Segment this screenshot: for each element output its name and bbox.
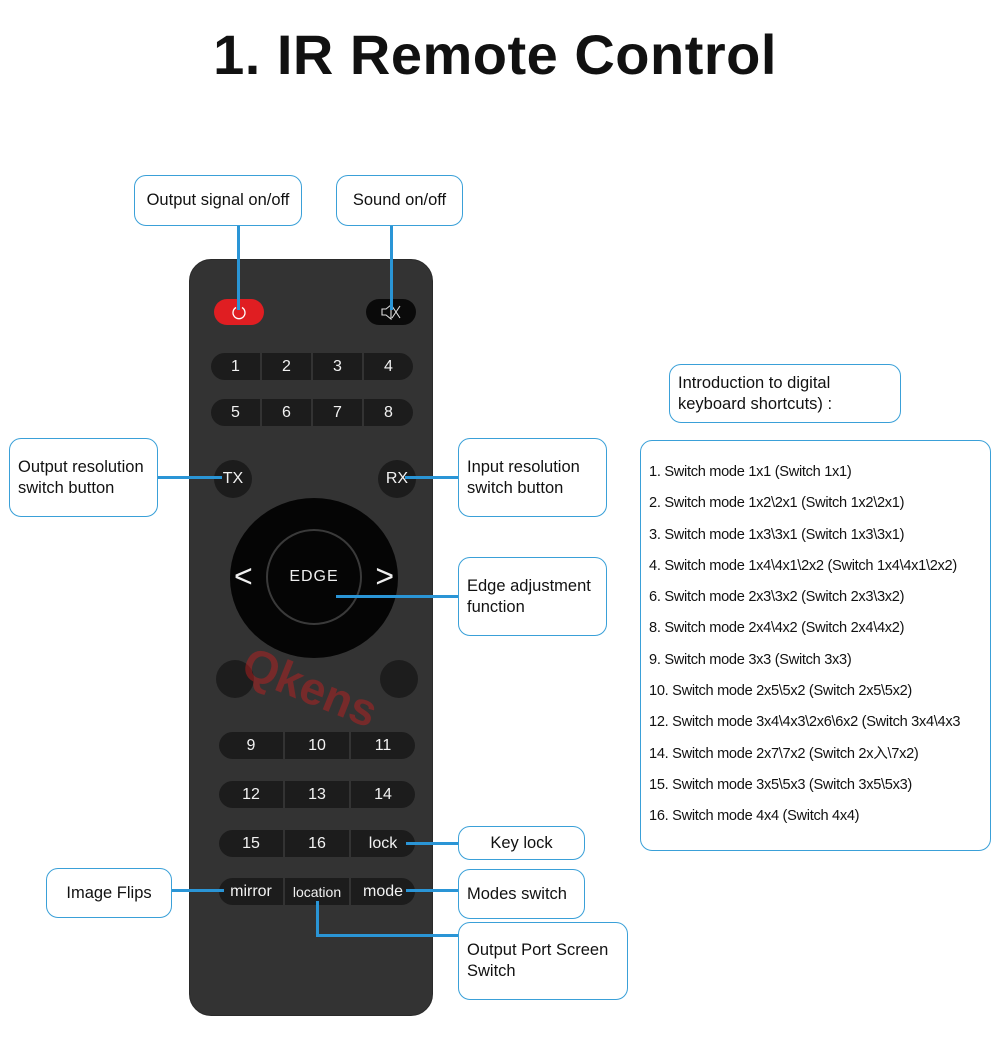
key-6[interactable]: 6 xyxy=(262,399,311,426)
mirror-button[interactable]: mirror xyxy=(219,878,283,905)
key-13[interactable]: 13 xyxy=(285,781,349,808)
blank-button-right[interactable] xyxy=(380,660,418,698)
callout-modes-switch: Modes switch xyxy=(458,869,585,919)
leader-line-tx xyxy=(158,476,222,479)
callout-key-lock: Key lock xyxy=(458,826,585,860)
number-row-3: 9 10 11 xyxy=(219,732,415,759)
power-icon xyxy=(232,306,246,320)
function-row: mirror location mode xyxy=(219,878,415,905)
leader-line-mode xyxy=(406,889,464,892)
leader-line-power xyxy=(237,226,240,310)
shortcut-item: 1. Switch mode 1x1 (Switch 1x1) xyxy=(649,464,852,480)
callout-input-resolution: Input resolution switch button xyxy=(458,438,607,517)
shortcut-item: 10. Switch mode 2x5\5x2 (Switch 2x5\5x2) xyxy=(649,683,912,700)
mode-button[interactable]: mode xyxy=(351,878,415,905)
callout-edge-adjustment: Edge adjustment function xyxy=(458,557,607,636)
left-arrow-button[interactable]: < xyxy=(234,558,253,594)
lock-button[interactable]: lock xyxy=(351,830,415,857)
blank-button-left[interactable] xyxy=(216,660,254,698)
leader-line-rx xyxy=(405,476,465,479)
key-16[interactable]: 16 xyxy=(285,830,349,857)
leader-line-location-v xyxy=(316,901,319,937)
location-button[interactable]: location xyxy=(285,878,349,905)
number-row-4: 12 13 14 xyxy=(219,781,415,808)
remote-control: 1 2 3 4 5 6 7 8 TX RX < EDGE > 9 10 11 1… xyxy=(189,259,433,1016)
key-15[interactable]: 15 xyxy=(219,830,283,857)
leader-line-sound xyxy=(390,226,393,310)
callout-output-resolution: Output resolution switch button xyxy=(9,438,158,517)
leader-line-location-h xyxy=(316,934,466,937)
shortcut-item: 4. Switch mode 1x4\4x1\2x2 (Switch 1x4\4… xyxy=(649,557,957,574)
key-14[interactable]: 14 xyxy=(351,781,415,808)
shortcut-item: 3. Switch mode 1x3\3x1 (Switch 1x3\3x1) xyxy=(649,526,905,543)
shortcut-item: 6. Switch mode 2x3\3x2 (Switch 2x3\3x2) xyxy=(649,589,905,606)
shortcut-item: 2. Switch mode 1x2\2x1 (Switch 1x2\2x1) xyxy=(649,495,905,512)
shortcut-item: 9. Switch mode 3x3 (Switch 3x3) xyxy=(649,651,852,668)
number-row-2: 5 6 7 8 xyxy=(211,399,413,426)
key-7[interactable]: 7 xyxy=(313,399,362,426)
key-2[interactable]: 2 xyxy=(262,353,311,380)
leader-line-edge xyxy=(336,595,466,598)
right-arrow-button[interactable]: > xyxy=(375,558,394,594)
key-9[interactable]: 9 xyxy=(219,732,283,759)
speaker-mute-icon xyxy=(381,304,401,320)
number-row-1: 1 2 3 4 xyxy=(211,353,413,380)
callout-output-port: Output Port Screen Switch xyxy=(458,922,628,1000)
leader-line-mirror xyxy=(172,889,224,892)
callout-output-signal: Output signal on/off xyxy=(134,175,302,226)
key-12[interactable]: 12 xyxy=(219,781,283,808)
key-3[interactable]: 3 xyxy=(313,353,362,380)
tx-button[interactable]: TX xyxy=(214,460,252,498)
key-10[interactable]: 10 xyxy=(285,732,349,759)
shortcut-item: 16. Switch mode 4x4 (Switch 4x4) xyxy=(649,808,860,825)
callout-sound: Sound on/off xyxy=(336,175,463,226)
shortcut-item: 8. Switch mode 2x4\4x2 (Switch 2x4\4x2) xyxy=(649,620,905,637)
key-5[interactable]: 5 xyxy=(211,399,260,426)
shortcut-list: 1. Switch mode 1x1 (Switch 1x1) 2. Switc… xyxy=(640,440,991,851)
shortcut-item: 15. Switch mode 3x5\5x3 (Switch 3x5\5x3) xyxy=(649,776,912,793)
edge-button[interactable]: EDGE xyxy=(266,529,362,625)
key-8[interactable]: 8 xyxy=(364,399,413,426)
leader-line-lock xyxy=(406,842,458,845)
page-title: 1. IR Remote Control xyxy=(213,23,777,86)
shortcut-item: 12. Switch mode 3x4\4x3\2x6\6x2 (Switch … xyxy=(649,714,961,731)
rx-button[interactable]: RX xyxy=(378,460,416,498)
callout-intro: Introduction to digital keyboard shortcu… xyxy=(669,364,901,423)
shortcut-item: 14. Switch mode 2x7\7x2 (Switch 2x入\7x2) xyxy=(649,745,919,762)
key-1[interactable]: 1 xyxy=(211,353,260,380)
edge-dpad: < EDGE > xyxy=(230,498,398,658)
key-4[interactable]: 4 xyxy=(364,353,413,380)
number-row-5: 15 16 lock xyxy=(219,830,415,857)
key-11[interactable]: 11 xyxy=(351,732,415,759)
callout-image-flips: Image Flips xyxy=(46,868,172,918)
